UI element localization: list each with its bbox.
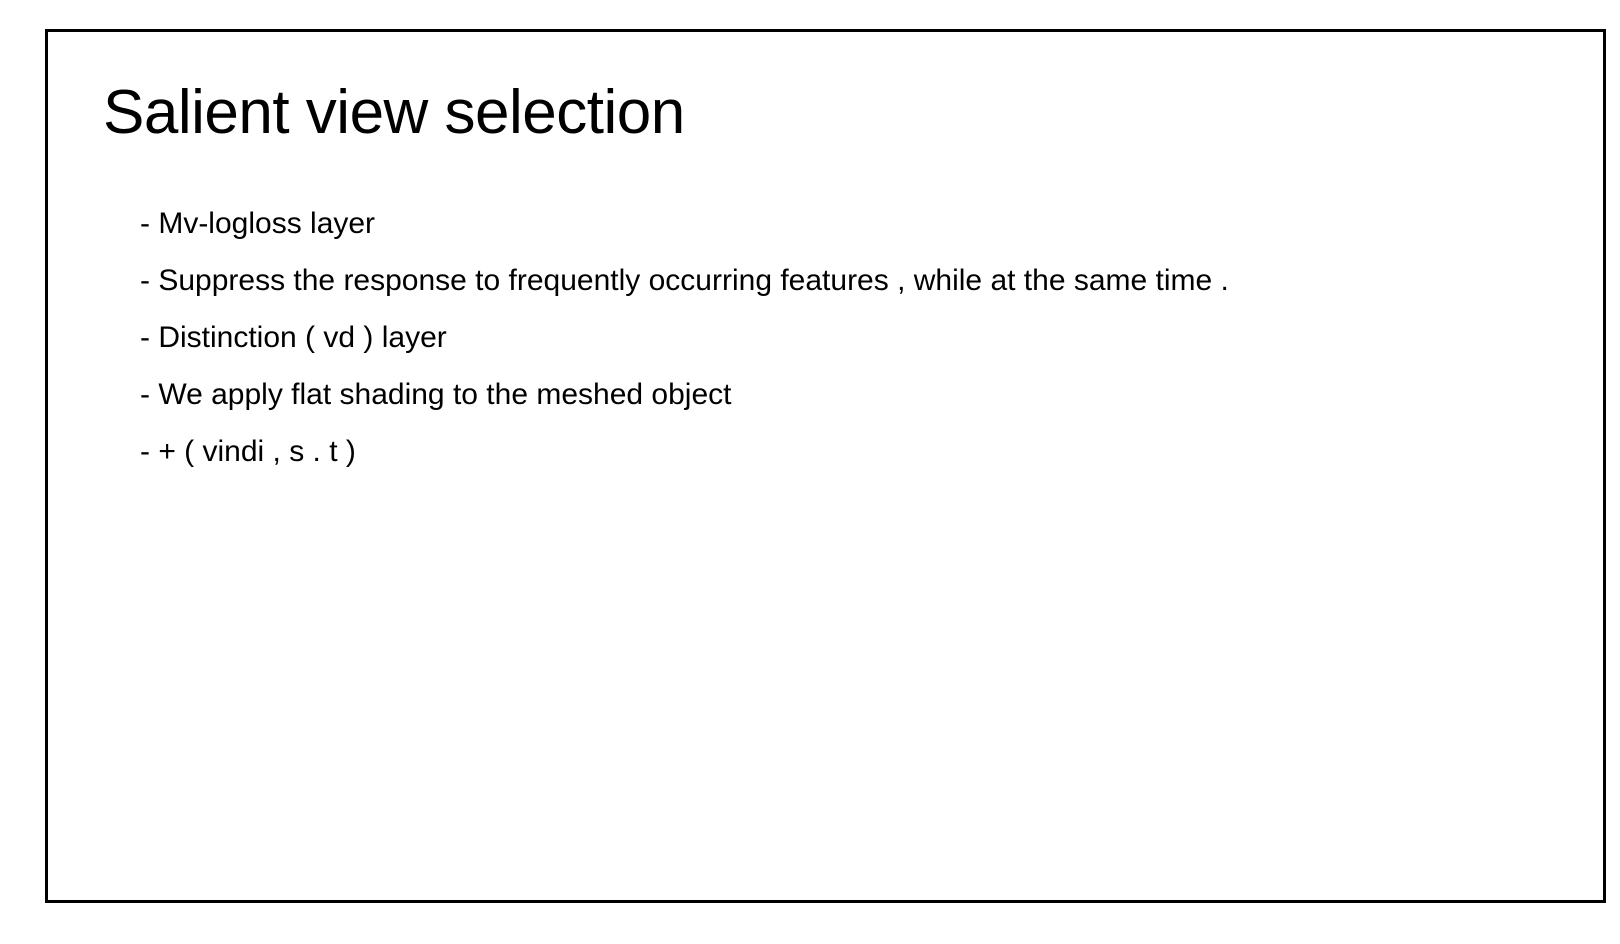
bullet-item: - Mv-logloss layer	[140, 207, 376, 240]
bullet-item: - Suppress the response to frequently oc…	[140, 264, 1229, 297]
bullet-item: - We apply flat shading to the meshed ob…	[140, 378, 732, 411]
slide-frame: Salient view selection - Mv-logloss laye…	[45, 29, 1606, 903]
slide-title: Salient view selection	[103, 78, 685, 147]
bullet-item: - Distinction ( vd ) layer	[140, 321, 447, 354]
bullet-item: - + ( vindi , s . t )	[140, 435, 356, 468]
bullet-list: - Mv-logloss layer - Suppress the respon…	[140, 195, 1229, 480]
